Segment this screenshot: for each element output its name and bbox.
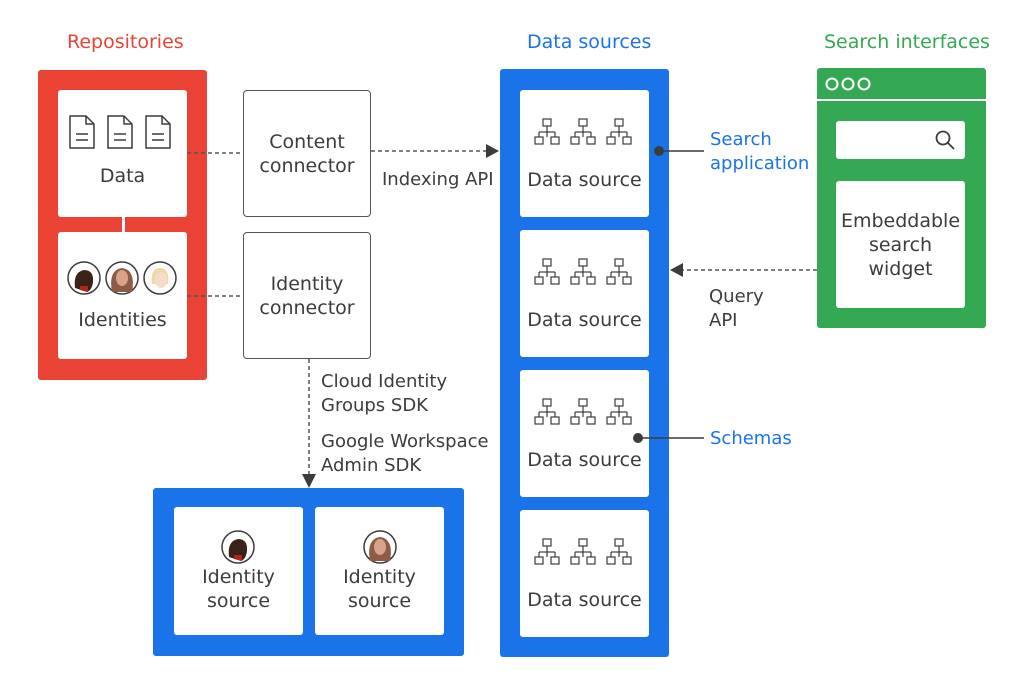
- query-api-arrowhead: [670, 263, 683, 277]
- identity-source-line1: Identity: [202, 566, 275, 588]
- window-titlebar-divider: [817, 99, 986, 101]
- search-application-label-line1: Search: [710, 129, 772, 150]
- identities-card: Identities: [58, 232, 187, 359]
- cloud-identity-label-line1: Cloud Identity: [321, 371, 448, 392]
- workspace-sdk-label-line1: Google Workspace: [321, 431, 489, 452]
- data-card: Data: [58, 90, 187, 217]
- schema-hierarchy-icon: [534, 398, 632, 425]
- avatar-icon: [363, 530, 397, 564]
- identity-source-card: Identity source: [174, 507, 303, 635]
- data-sources-title: Data sources: [527, 31, 652, 53]
- search-box[interactable]: [836, 121, 965, 159]
- data-label: Data: [99, 165, 146, 187]
- widget-line2: search: [868, 234, 933, 256]
- workspace-sdk-label-line2: Admin SDK: [321, 455, 422, 476]
- schemas-callout-dot: [633, 433, 643, 443]
- data-source-label: Data source: [527, 309, 642, 331]
- data-source-label: Data source: [527, 169, 642, 191]
- query-api-label-line2: API: [709, 310, 738, 331]
- cloud-identity-label-line2: Groups SDK: [321, 395, 428, 416]
- repositories-title: Repositories: [67, 31, 184, 53]
- identity-source-card: Identity source: [315, 507, 444, 635]
- avatar-icon: [221, 530, 255, 564]
- identity-source-line2: source: [347, 590, 412, 612]
- query-api-label-line1: Query: [709, 286, 764, 307]
- search-icon: [935, 130, 955, 150]
- identity-sdk-arrowhead: [302, 474, 316, 488]
- document-icons: [69, 115, 171, 149]
- identity-connector-line2: connector: [259, 296, 355, 319]
- widget-line3: widget: [868, 258, 933, 280]
- avatar-icon: [67, 261, 101, 295]
- avatar-icon: [105, 261, 139, 295]
- search-interfaces-title: Search interfaces: [824, 31, 990, 53]
- avatar-icon: [143, 261, 177, 295]
- content-connector-line2: connector: [259, 154, 355, 177]
- data-source-card: Data source: [520, 370, 649, 497]
- search-application-callout-dot: [654, 146, 664, 156]
- identity-source-line1: Identity: [343, 566, 416, 588]
- embeddable-search-widget: Embeddable search widget: [836, 181, 965, 308]
- widget-line1: Embeddable: [840, 210, 961, 232]
- data-source-label: Data source: [527, 589, 642, 611]
- indexing-api-arrowhead: [486, 144, 499, 158]
- schemas-label: Schemas: [710, 428, 792, 449]
- schema-hierarchy-icon: [534, 118, 632, 145]
- identities-label: Identities: [78, 309, 167, 331]
- indexing-api-label: Indexing API: [382, 169, 494, 190]
- data-source-card: Data source: [520, 90, 649, 217]
- document-icon: [69, 115, 95, 149]
- schema-hierarchy-icon: [534, 258, 632, 285]
- data-source-card: Data source: [520, 230, 649, 357]
- identity-source-line2: source: [206, 590, 271, 612]
- window-controls-icon: [825, 77, 871, 91]
- content-connector-line1: Content: [269, 130, 345, 153]
- repository-link-line: [122, 216, 125, 232]
- data-source-label: Data source: [527, 449, 642, 471]
- document-icon: [107, 115, 133, 149]
- schema-hierarchy-icon: [534, 538, 632, 565]
- data-source-card: Data source: [520, 510, 649, 637]
- document-icon: [145, 115, 171, 149]
- search-application-label-line2: application: [710, 153, 810, 174]
- avatar-icons: [67, 261, 177, 295]
- identity-connector-line1: Identity: [270, 272, 344, 295]
